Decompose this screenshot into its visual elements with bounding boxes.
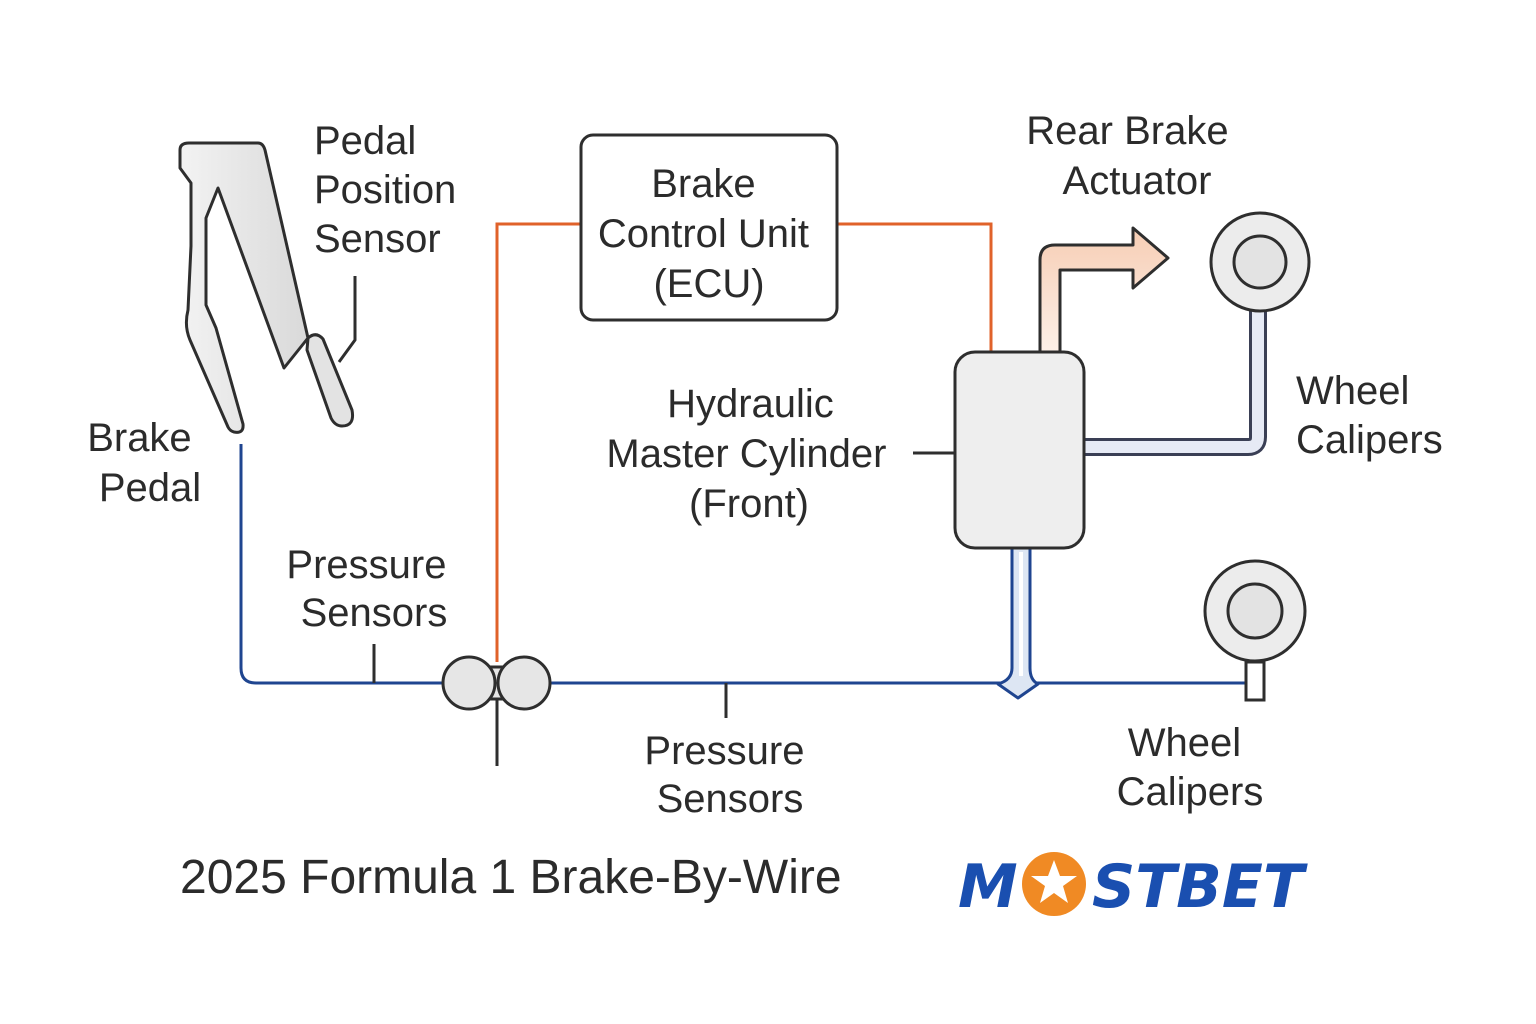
front-wheel-caliper (1203, 559, 1307, 702)
brand-star-icon (1022, 852, 1086, 916)
pedal-sensor-leader (337, 276, 357, 363)
brake-pedal-arm (178, 141, 310, 434)
rear-caliper-pipe (1084, 310, 1267, 456)
pressure-sensors-left-label: Pressure Sensors (286, 543, 457, 635)
rear-brake-actuator-arrow (1038, 226, 1170, 354)
ecu-label: Brake Control Unit (ECU) (598, 162, 820, 306)
hydraulic-lines (239, 444, 1246, 685)
pressure-sensor-left (441, 655, 497, 711)
ecu-to-pressure-sensor-wire (495, 222, 583, 662)
pedal-hydraulic-line (239, 444, 443, 685)
leader-lines (337, 276, 955, 766)
rear-wheel-caliper (1209, 211, 1311, 313)
master-cylinder-body (953, 350, 1086, 550)
ecu-box (579, 133, 839, 322)
front-wheel-calipers-label: Wheel Calipers (1117, 721, 1264, 814)
electrical-wiring (495, 222, 993, 662)
pedal-position-sensor-label: Pedal Position Sensor (314, 119, 467, 261)
rear-brake-actuator-label: Rear Brake Actuator (1026, 109, 1239, 203)
brand-logo: M STBET (958, 852, 1308, 922)
pressure-sensors-center-label: Pressure Sensors (644, 729, 815, 821)
brand-logo-prefix: M (958, 852, 1018, 922)
brake-pedal-label: Brake Pedal (87, 416, 203, 510)
rear-wheel-calipers-label: Wheel Calipers (1296, 369, 1443, 462)
pedal-position-sensor-body (305, 333, 354, 428)
master-cylinder-outlet-pipe (996, 546, 1040, 700)
brand-logo-suffix: STBET (1092, 852, 1308, 922)
brake-pedal (178, 141, 354, 434)
pressure-sensor-pair (441, 655, 552, 711)
master-cylinder-label: Hydraulic Master Cylinder (Front) (606, 382, 897, 526)
diagram-title: 2025 Formula 1 Brake-By-Wire (180, 851, 842, 904)
ecu-to-master-cylinder-wire (836, 222, 993, 352)
pressure-sensor-right (496, 655, 552, 711)
